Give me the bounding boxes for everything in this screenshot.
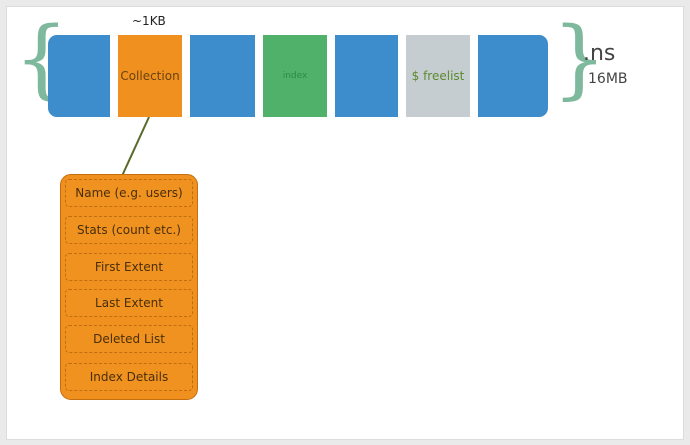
collection-details-stack: Name (e.g. users) Stats (count etc.) Fir… — [60, 174, 198, 400]
segment-separator — [470, 35, 478, 117]
index-block: index — [263, 35, 327, 117]
field-first-extent: First Extent — [65, 253, 193, 281]
field-stats: Stats (count etc.) — [65, 216, 193, 244]
field-label: Index Details — [89, 370, 169, 384]
ns-file-label: .ns — [583, 41, 616, 66]
namespace-file-strip: Collection index $ freelist — [48, 35, 548, 117]
block-size-label: ~1KB — [132, 14, 166, 28]
field-index-details: Index Details — [65, 363, 193, 391]
freelist-block-label: $ freelist — [411, 69, 465, 83]
field-name: Name (e.g. users) — [65, 179, 193, 207]
segment-separator — [110, 35, 118, 117]
field-last-extent: Last Extent — [65, 289, 193, 317]
segment-separator — [327, 35, 335, 117]
collection-block: Collection — [118, 35, 182, 117]
field-label: Deleted List — [93, 332, 165, 346]
field-deleted-list: Deleted List — [65, 325, 193, 353]
index-block-label: index — [282, 71, 308, 81]
field-label: Stats (count etc.) — [77, 223, 181, 237]
collection-block-label: Collection — [120, 69, 180, 83]
freelist-block: $ freelist — [406, 35, 470, 117]
field-label: Last Extent — [95, 296, 163, 310]
field-label: First Extent — [94, 260, 164, 274]
segment-separator — [398, 35, 406, 117]
segment-separator — [182, 35, 190, 117]
right-brace: } — [552, 9, 607, 109]
field-label: Name (e.g. users) — [75, 186, 183, 200]
ns-file-size: 16MB — [588, 71, 628, 87]
segment-separator — [255, 35, 263, 117]
